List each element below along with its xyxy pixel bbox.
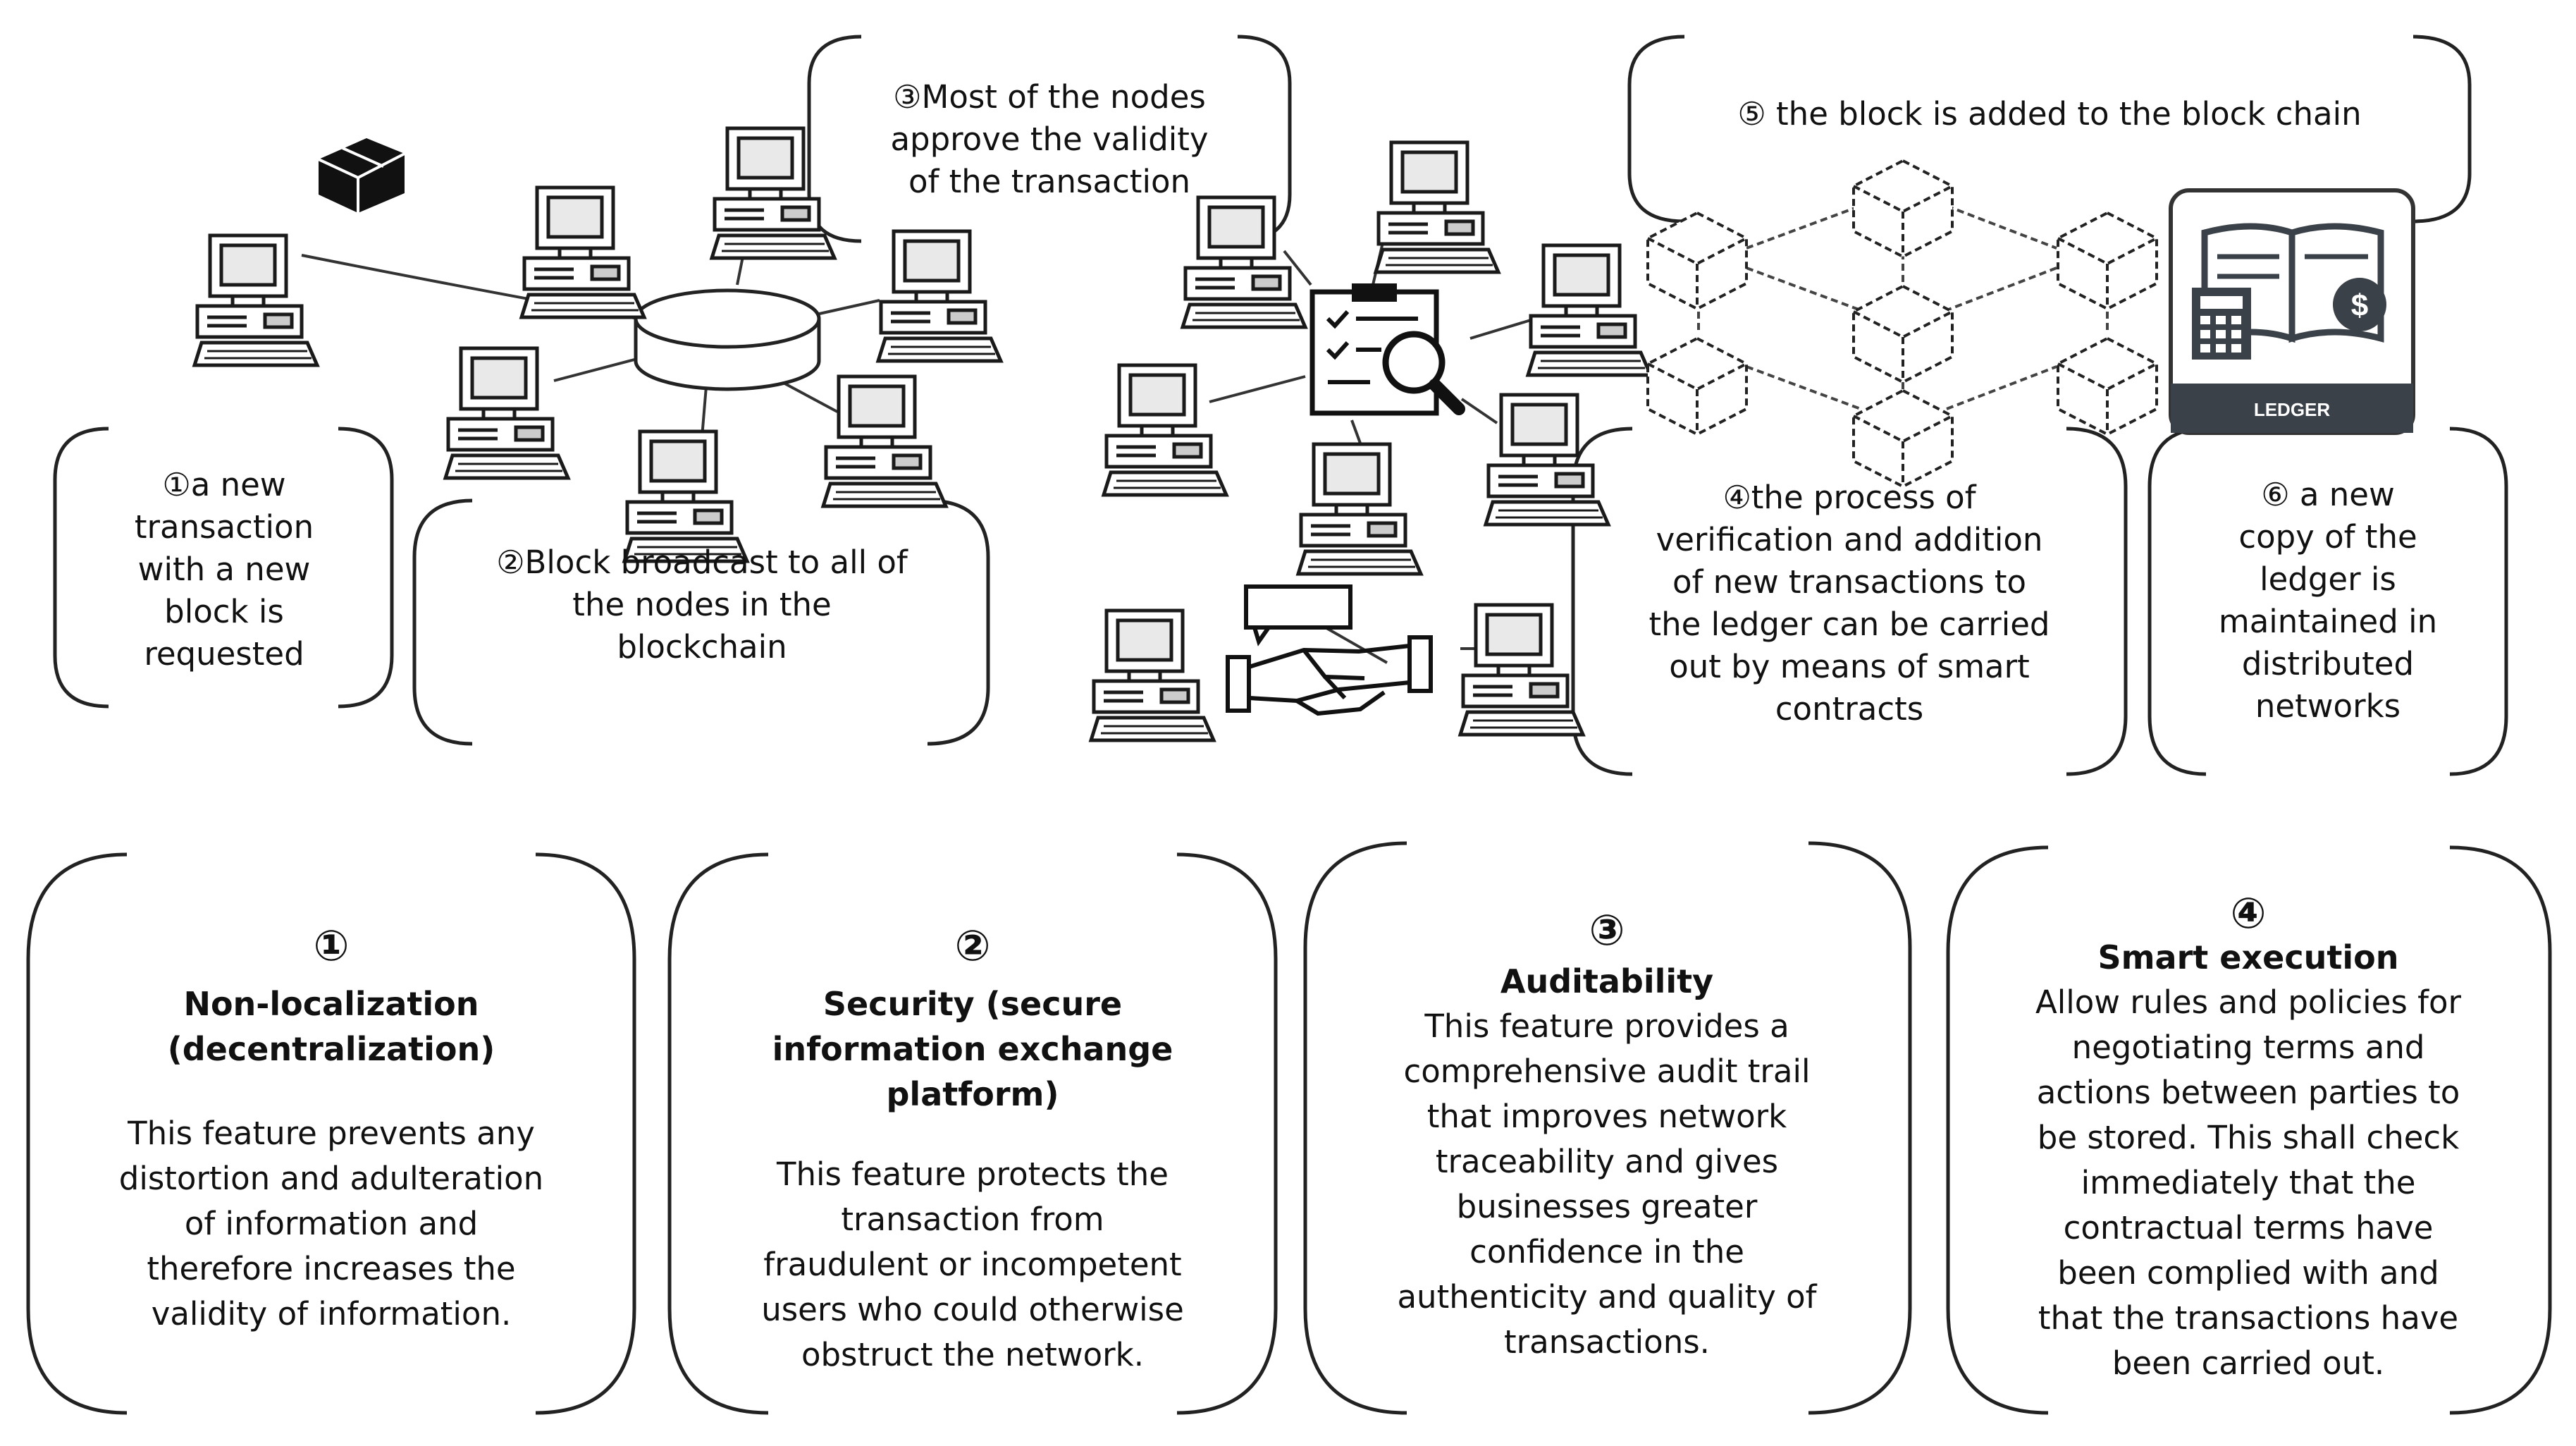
- computer-icon: [1528, 245, 1651, 375]
- feature1-frame: [26, 852, 636, 1415]
- block-cube-icon: [1852, 159, 1954, 258]
- computer-icon: [712, 128, 834, 258]
- feature2-number: ②: [954, 921, 991, 971]
- feature2-title: Security (secure: [822, 985, 1123, 1023]
- step5-frame: [1627, 35, 2472, 223]
- feature1-number: ①: [313, 921, 350, 971]
- block-cube-icon: [2057, 212, 2158, 310]
- computer-icon: [522, 188, 644, 317]
- package-icon: [318, 138, 405, 213]
- magnifier-icon: [1382, 331, 1465, 415]
- feature2-card: ② Security (secure information exchange …: [691, 925, 1255, 1378]
- step5-text: ⑤ the block is added to the block chain: [1737, 95, 2362, 133]
- computer-icon: [1298, 444, 1421, 574]
- feature4-card: ④ Smart execution Allow rules and polici…: [1966, 893, 2530, 1386]
- computer-icon: [878, 231, 1001, 361]
- ledger-icon: $ LEDGER: [2169, 188, 2415, 435]
- computer-icon: [1460, 605, 1583, 735]
- feature4-body: Allow rules and policies for: [2035, 984, 2461, 1021]
- feature3-title: Auditability: [1500, 962, 1714, 1000]
- svg-text:$: $: [2351, 288, 2368, 323]
- computer-icon: [1104, 365, 1226, 495]
- step4-text: ④the process of verification and additio…: [1648, 479, 2050, 728]
- computer-icon: [1091, 611, 1214, 740]
- feature1-title: Non-localization: [183, 985, 479, 1023]
- block-cube-icon: [1646, 337, 1748, 436]
- feature3-frame: [1303, 841, 1912, 1415]
- feature4-number: ④: [2230, 889, 2267, 938]
- ledger-label: LEDGER: [2254, 399, 2331, 420]
- computer-icon: [823, 376, 946, 506]
- feature3-card: ③ Auditability This feature provides a c…: [1325, 909, 1889, 1365]
- step1-text: ①a new transaction with a new block is r…: [134, 466, 314, 673]
- step6-text: ⑥ a new copy of the ledger is maintained…: [2218, 476, 2438, 725]
- feature3-body: This feature provides a: [1424, 1007, 1789, 1045]
- computer-icon: [1376, 142, 1498, 272]
- feature1-body: This feature prevents any: [128, 1115, 535, 1152]
- feature4-frame: [1946, 845, 2552, 1415]
- step2-text: ②Block broadcast to all of the nodes in …: [496, 544, 908, 666]
- block-cube-icon: [1852, 285, 1954, 384]
- block-cube-icon: [1646, 212, 1748, 310]
- handshake-icon: [1226, 584, 1433, 716]
- feature3-number: ③: [1589, 906, 1625, 955]
- step6-frame: [2147, 427, 2508, 776]
- broadcast-hub-icon: [634, 288, 821, 391]
- computer-icon: [445, 348, 568, 478]
- step4-frame: [1571, 427, 2128, 776]
- feature2-body: This feature protects the: [777, 1156, 1169, 1193]
- step1-frame: [53, 427, 394, 709]
- computer-icon: [195, 235, 317, 365]
- feature4-title: Smart execution: [2097, 938, 2399, 976]
- block-cube-icon: [2057, 337, 2158, 436]
- step2-frame: [412, 498, 990, 746]
- step3-text: ③Most of the nodes approve the validity …: [890, 78, 1209, 200]
- feature2-frame: [667, 852, 1278, 1415]
- feature1-card: ① Non-localization (decentralization) Th…: [49, 925, 613, 1337]
- block-cube-icon: [1852, 389, 1954, 488]
